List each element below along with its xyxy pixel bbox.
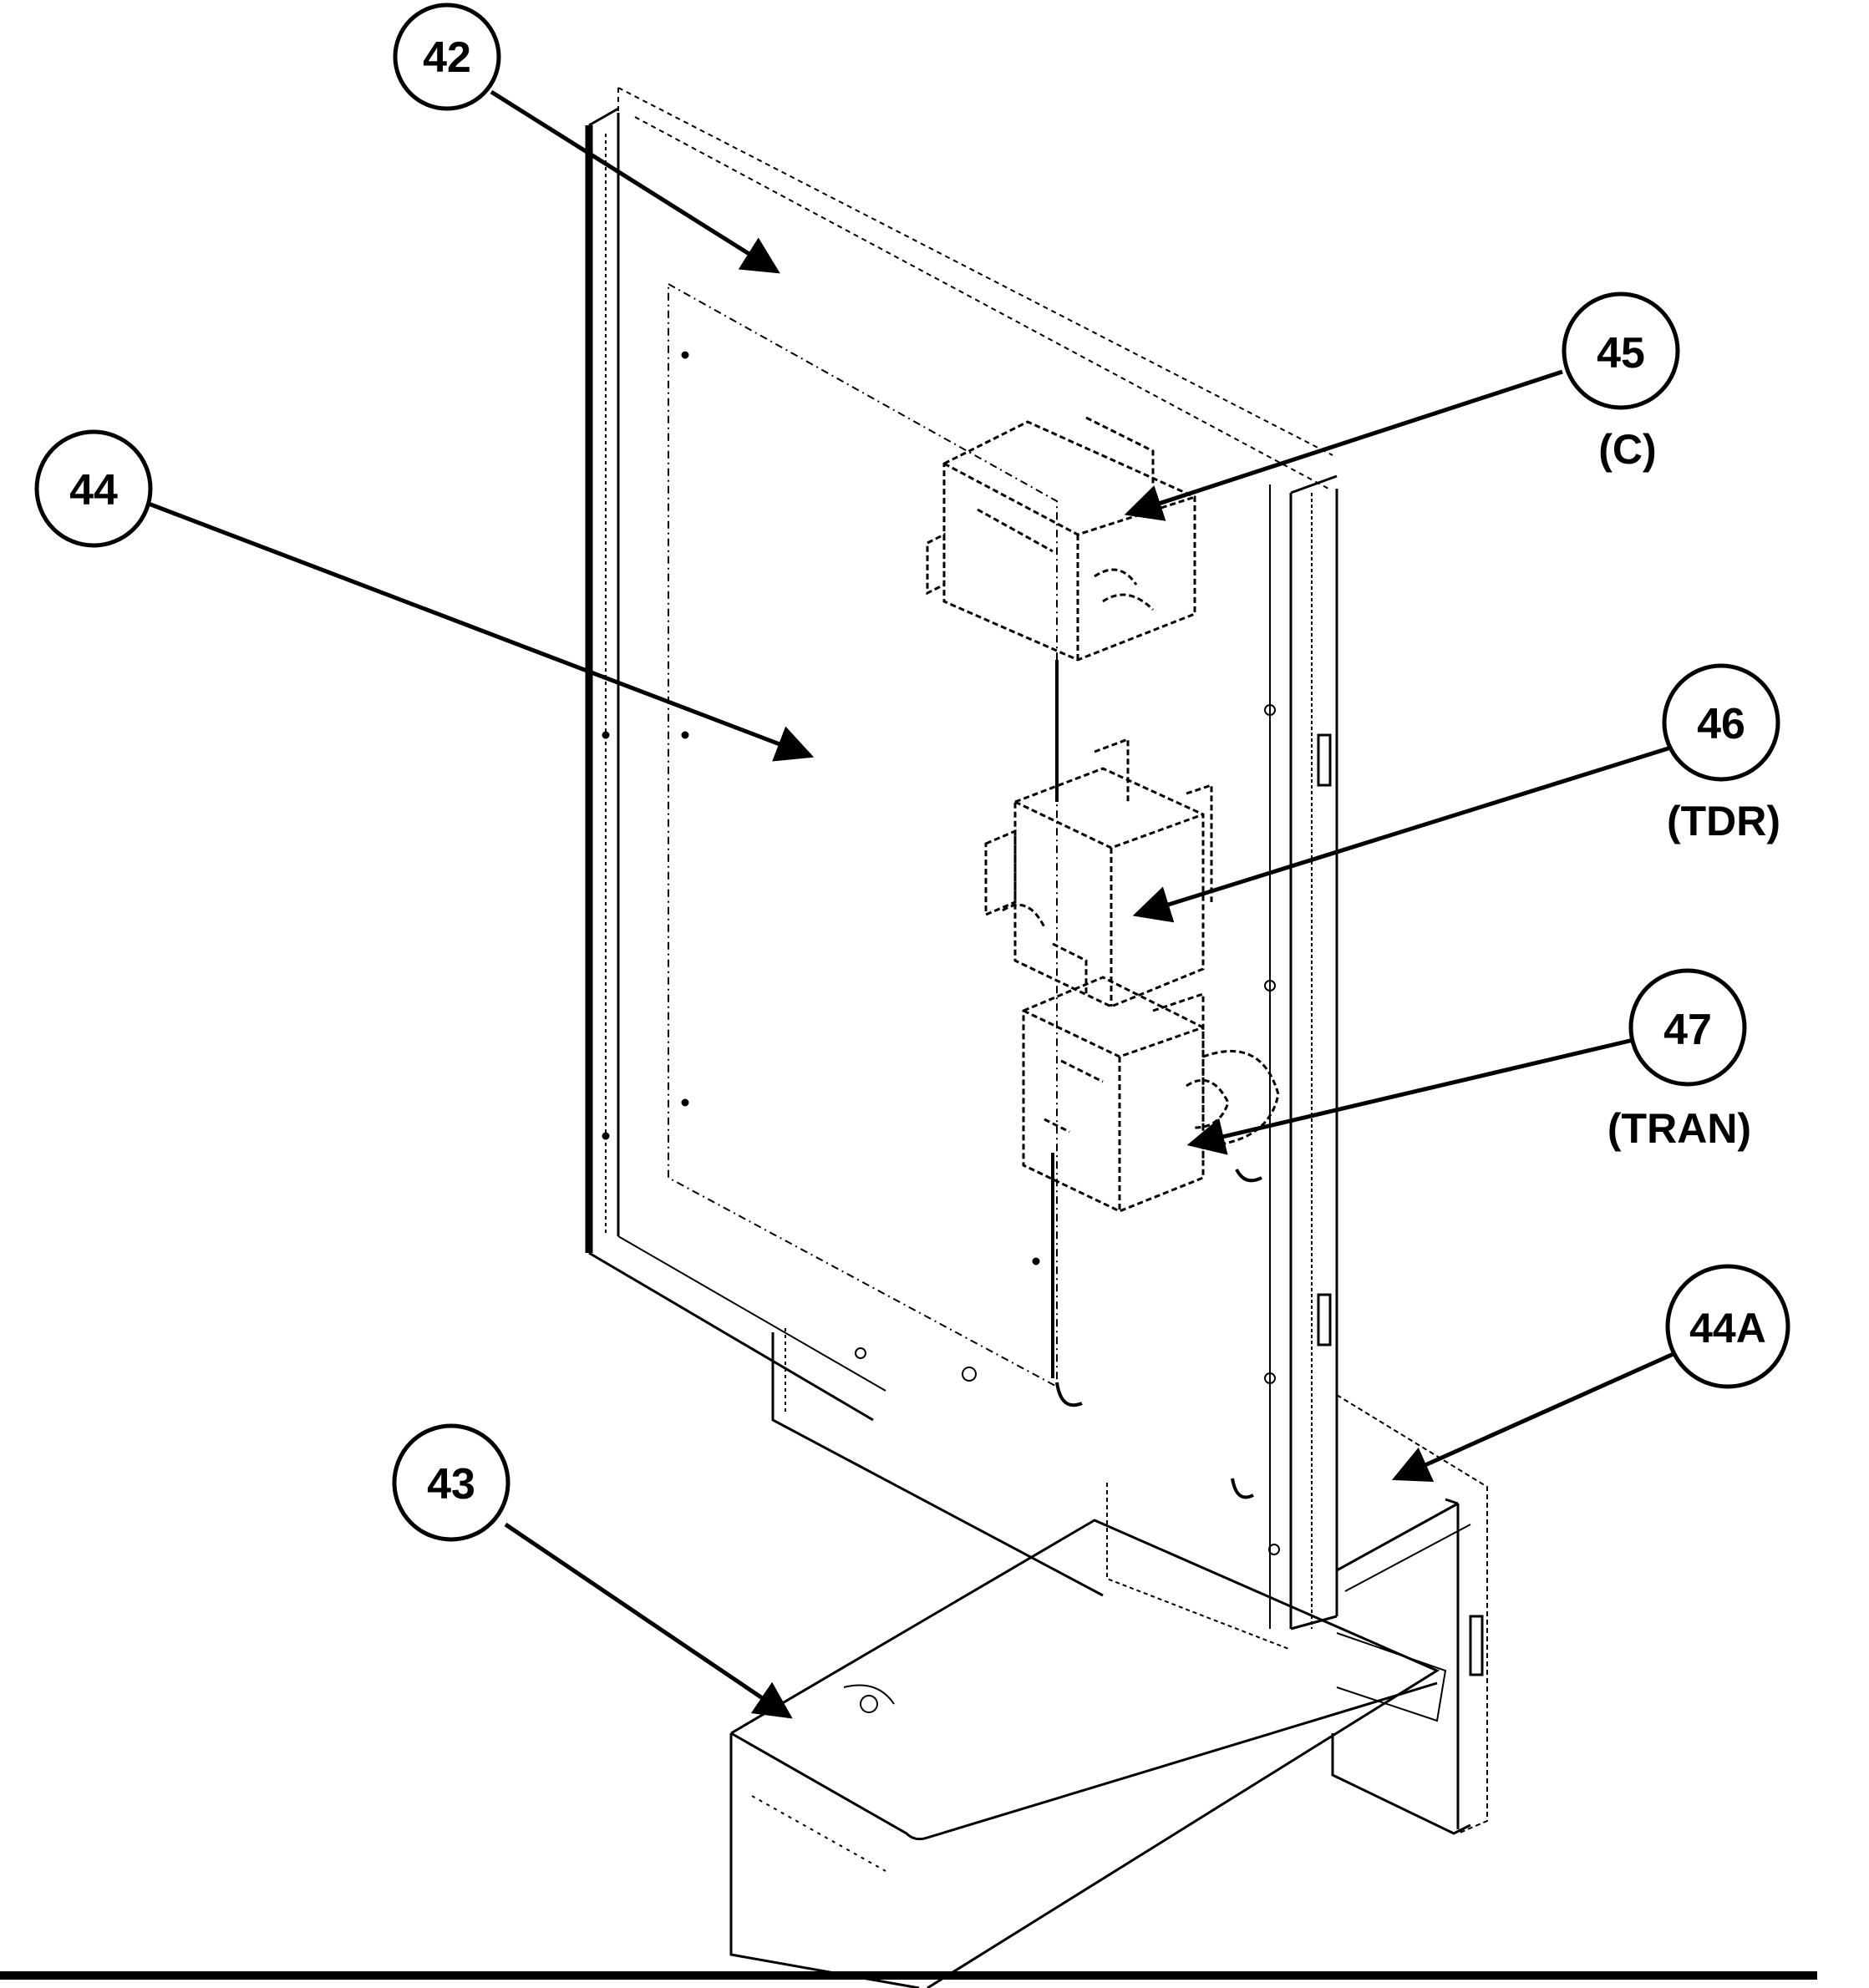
- callout-45-number: 45: [1597, 329, 1645, 378]
- callout-43: 43: [392, 1423, 510, 1542]
- bottom-tray: [729, 1519, 1471, 1988]
- callout-45-label: (C): [1598, 426, 1656, 473]
- callout-47: 47 (TRAN): [1607, 968, 1751, 1152]
- callout-44: 44: [34, 429, 153, 548]
- callout-47-number: 47: [1663, 1006, 1712, 1054]
- callout-46: 46 (TDR): [1662, 663, 1780, 844]
- contactor: [926, 416, 1196, 662]
- leader-lines: [141, 89, 1677, 1719]
- callout-44-number: 44: [69, 466, 118, 515]
- callout-46-label: (TDR): [1667, 798, 1780, 844]
- callout-42: 42: [393, 3, 501, 111]
- rear-lower-plate: [771, 1328, 1104, 1597]
- wiring: [1051, 660, 1262, 1499]
- leader-42: [490, 89, 780, 274]
- callout-47-label: (TRAN): [1607, 1105, 1751, 1152]
- time-delay-relay: [984, 737, 1213, 1008]
- control-panel: [585, 87, 1338, 1630]
- leader-47: [1186, 1037, 1634, 1155]
- transformer: [1022, 976, 1280, 1213]
- callout-44a-number: 44A: [1689, 1305, 1766, 1352]
- mounting-bracket: [1106, 1394, 1488, 1834]
- callout-46-number: 46: [1697, 700, 1745, 748]
- leader-44: [141, 499, 815, 762]
- callout-44a: 44A: [1665, 1264, 1790, 1389]
- callout-45: 45 (C): [1562, 292, 1680, 473]
- leader-43: [504, 1522, 793, 1719]
- callout-42-number: 42: [423, 33, 471, 82]
- leader-46: [1132, 745, 1672, 923]
- callout-43-number: 43: [427, 1460, 475, 1509]
- leader-44a: [1391, 1351, 1677, 1482]
- leader-45: [1124, 369, 1563, 521]
